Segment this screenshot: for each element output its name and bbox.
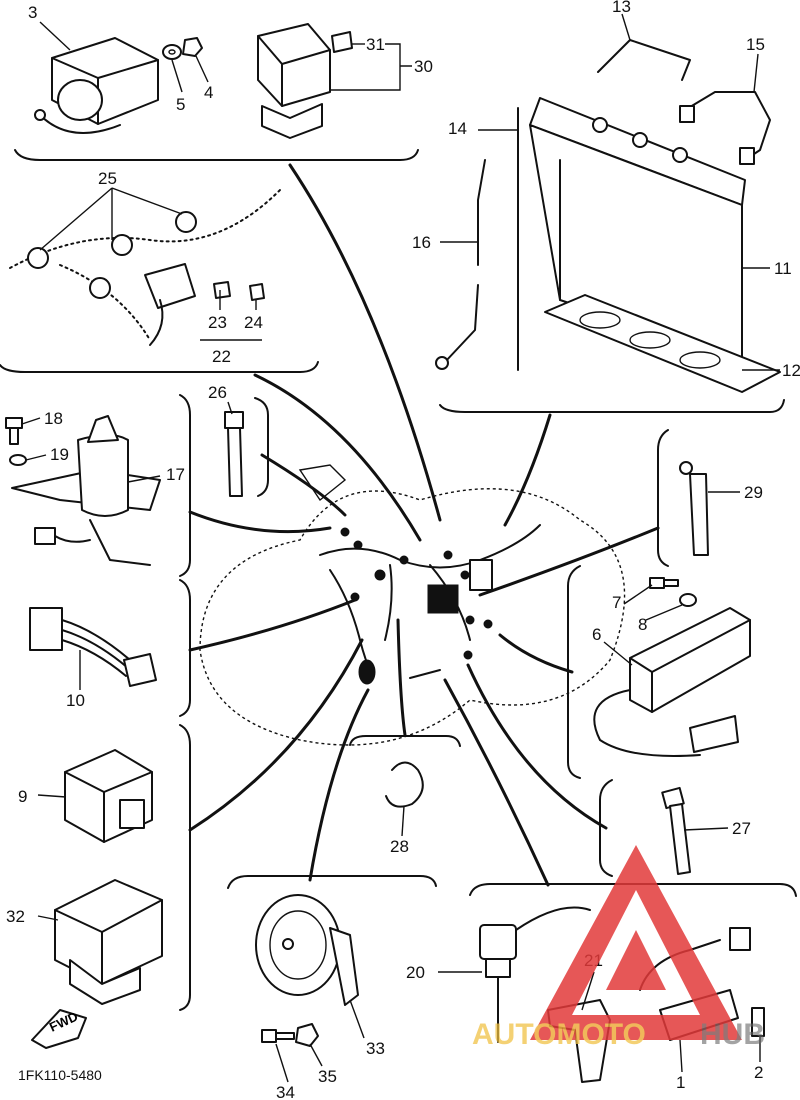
callout-20: 20 [406,963,425,982]
callout-22: 22 [212,347,231,366]
watermark-logo: AUTOMOTO HUB [472,845,765,1051]
part-20-switch [479,906,591,1043]
front-arrow: FWD [31,1009,87,1049]
callout-23: 23 [208,313,227,332]
callout-34: 34 [276,1083,295,1100]
callout-18: 18 [44,409,63,428]
part-30-relay [257,23,331,139]
part-9-relay [64,749,153,843]
part-5-washer [162,44,182,60]
callout-labels: 1 2 3 4 5 6 7 8 9 10 11 12 13 14 15 16 1… [6,0,800,1100]
callout-8: 8 [638,615,647,634]
part-12-battery-tray [544,294,781,393]
callout-9: 9 [18,787,27,806]
callout-5: 5 [176,95,185,114]
drawing-code: 1FK110-5480 [18,1067,102,1083]
callout-leaders [21,13,780,1083]
callout-25: 25 [98,169,117,188]
watermark-text-right: HUB [700,1018,765,1051]
part-18-bolt [5,417,23,445]
callout-27: 27 [732,819,751,838]
callout-33: 33 [366,1039,385,1058]
part-19-washer [9,454,27,466]
part-4-nut [182,37,203,57]
part-10-lead [29,607,157,687]
callout-16: 16 [412,233,431,252]
callout-3: 3 [28,3,37,22]
callout-10: 10 [66,691,85,710]
part-33-horn [255,894,359,1006]
callout-11: 11 [774,259,792,278]
callout-14: 14 [448,119,467,138]
callout-26: 26 [208,383,227,402]
callout-6: 6 [592,625,601,644]
callout-12: 12 [782,361,800,380]
part-17-main-switch [11,415,161,566]
callout-7: 7 [612,593,621,612]
callout-17: 17 [166,465,185,484]
part-32-relay [54,879,163,1005]
callout-30: 30 [414,57,433,76]
part-31-fuse [331,31,353,53]
frame-outline [199,464,626,746]
part-35-nut [295,1023,319,1047]
part-29-band [679,461,709,556]
part-6-cdi-unit [593,607,751,757]
part-34-bolt [261,1029,295,1043]
callout-13: 13 [612,0,631,16]
part-13-battery-band [597,39,691,81]
part-27-cable-tie [661,786,691,875]
callout-2: 2 [754,1063,763,1082]
callout-29: 29 [744,483,763,502]
wire-harness [319,524,541,685]
leader-lines [188,163,660,887]
callout-4: 4 [204,83,213,102]
part-28-clamp [385,761,424,808]
watermark-triangle [530,845,742,1040]
part-22-coupler [144,263,196,346]
part-8-washer [679,593,697,607]
watermark-text-left: AUTOMOTO [472,1018,646,1051]
callout-32: 32 [6,907,25,926]
callout-35: 35 [318,1067,337,1086]
part-16-lead [435,159,486,370]
callout-28: 28 [390,837,409,856]
part-3-relay [34,37,159,134]
part-24-connector [249,283,265,301]
part-26-cable-tie [224,411,244,497]
callout-24: 24 [244,313,263,332]
part-23-connector [213,281,231,299]
callout-19: 19 [50,445,69,464]
callout-1: 1 [676,1073,685,1092]
part-25-clamps [9,189,281,341]
callout-15: 15 [746,35,765,54]
callout-31: 31 [366,35,385,54]
part-7-bolt [649,577,679,589]
part-15-lead [679,91,771,165]
part-2-bolt [751,1007,765,1037]
